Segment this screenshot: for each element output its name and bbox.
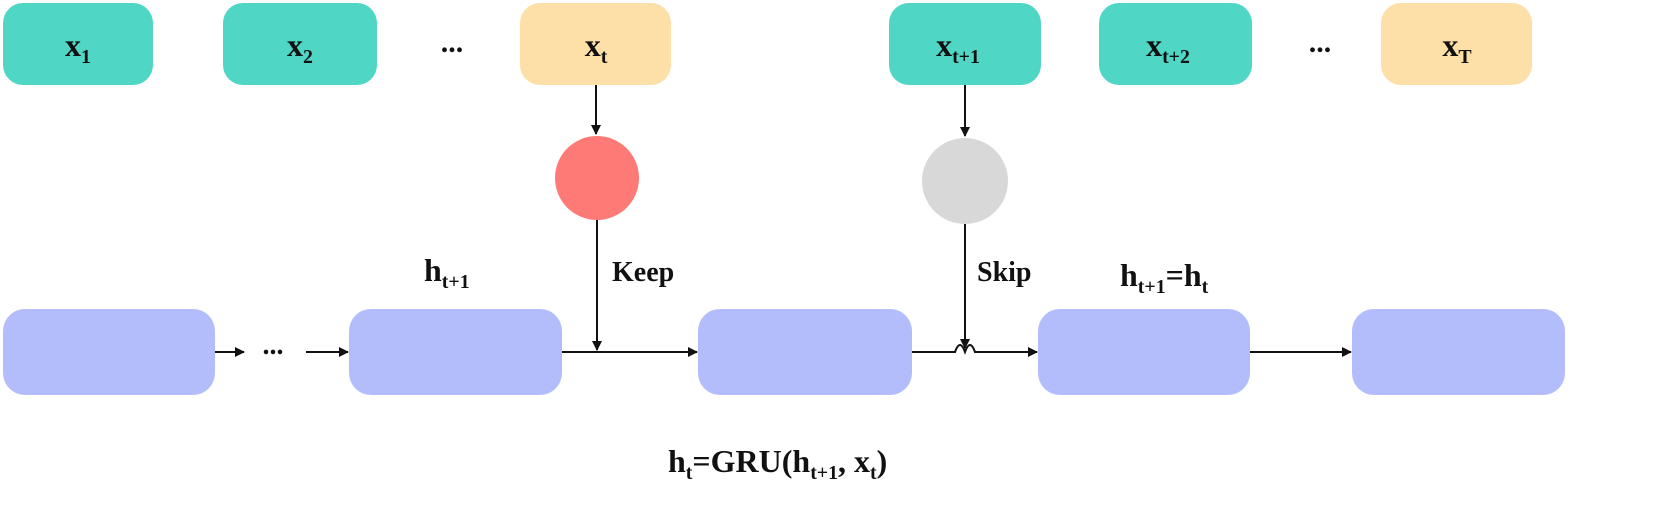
hidden-state-box bbox=[1038, 309, 1250, 395]
input-label: xT bbox=[1442, 27, 1471, 68]
input-box bbox=[1381, 3, 1532, 85]
input-token-xT: xT bbox=[1381, 3, 1532, 85]
hidden-chain bbox=[3, 309, 1565, 395]
input-token-x1: x1 bbox=[3, 3, 153, 85]
keep-label: Keep bbox=[612, 257, 674, 288]
gru-formula: ht=GRU(ht+1, xt) bbox=[668, 443, 887, 484]
input-box bbox=[223, 3, 377, 85]
hidden-state-box bbox=[3, 309, 215, 395]
input-ellipsis: ... bbox=[441, 26, 464, 59]
input-ellipsis: ... bbox=[1309, 26, 1332, 59]
keep-gate bbox=[555, 136, 639, 220]
h-prev-label: ht+1 bbox=[424, 252, 470, 293]
input-label: xt bbox=[585, 27, 608, 68]
input-row: x1 x2 ... xt xt+1 xt+2 ... xT bbox=[3, 3, 1532, 85]
input-label: x2 bbox=[287, 27, 313, 68]
input-box bbox=[889, 3, 1041, 85]
input-label: xt+2 bbox=[1146, 27, 1190, 68]
hidden-state-box bbox=[1352, 309, 1565, 395]
chain-ellipsis: ... bbox=[263, 330, 284, 361]
input-label: x1 bbox=[65, 27, 91, 68]
input-token-xt1: xt+1 bbox=[889, 3, 1041, 85]
input-token-x2: x2 bbox=[223, 3, 377, 85]
hidden-state-box bbox=[698, 309, 912, 395]
input-token-xt2: xt+2 bbox=[1099, 3, 1252, 85]
input-label: xt+1 bbox=[936, 27, 980, 68]
skip-gate bbox=[922, 138, 1008, 224]
input-box bbox=[520, 3, 671, 85]
skip-label: Skip bbox=[977, 257, 1032, 288]
input-token-xt: xt bbox=[520, 3, 671, 85]
chain-arrow-skip-crossing bbox=[912, 344, 1038, 357]
input-box bbox=[3, 3, 153, 85]
input-box bbox=[1099, 3, 1252, 85]
h-copy-label: ht+1=ht bbox=[1120, 257, 1209, 298]
hidden-state-box bbox=[349, 309, 562, 395]
